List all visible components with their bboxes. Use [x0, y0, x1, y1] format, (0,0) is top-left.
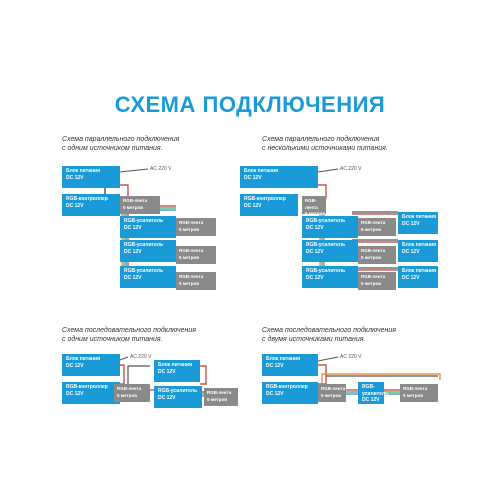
ac-label: AC 220 V: [340, 166, 362, 172]
ac-label: AC 220 V: [340, 354, 362, 360]
page-title: СХЕМА ПОДКЛЮЧЕНИЯ: [114, 92, 386, 117]
ac-label: AC 220 V: [130, 354, 152, 360]
ac-label: AC 220 V: [150, 166, 172, 172]
